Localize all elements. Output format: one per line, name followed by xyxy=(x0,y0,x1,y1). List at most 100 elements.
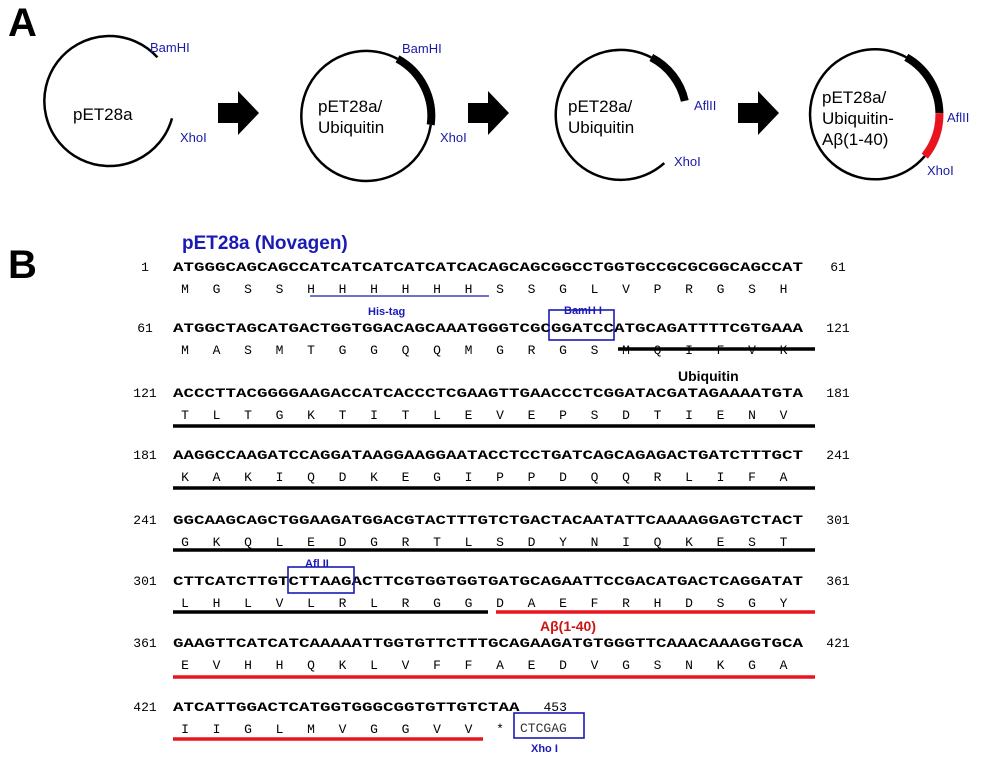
amino-acid: N xyxy=(685,658,693,673)
amino-acid: S xyxy=(276,282,284,297)
amino-acid: G xyxy=(276,408,284,423)
dna-sequence: ATGGGCAGCAGCCATCATCATCATCATCACAGCAGCGGCC… xyxy=(173,260,803,275)
amino-acid: I xyxy=(370,408,378,423)
dna-sequence: AAGGCCAAGATCCAGGATAAGGAAGGAATACCTCCTGATC… xyxy=(173,448,803,463)
amino-acid: G xyxy=(339,343,347,358)
row-end-number: 241 xyxy=(826,448,850,463)
row-start-number: 1 xyxy=(141,260,149,275)
amino-acid: D xyxy=(496,596,504,611)
amino-acid: D xyxy=(685,596,693,611)
plasmid-3-ubiquitin-insert xyxy=(649,53,689,102)
amino-acid: V xyxy=(591,658,599,673)
amino-acid: G xyxy=(370,535,378,550)
amino-acid: K xyxy=(370,470,378,485)
amino-acid: G xyxy=(402,722,410,737)
plasmid-2-site-xhoi: XhoI xyxy=(440,130,467,145)
amino-acid: D xyxy=(559,658,567,673)
amino-acid: S xyxy=(244,343,252,358)
amino-acid: V xyxy=(465,722,473,737)
amino-acid: D xyxy=(622,408,630,423)
amino-acid: Y xyxy=(559,535,567,550)
amino-acid: S xyxy=(748,282,756,297)
amino-acid: F xyxy=(591,596,599,611)
amino-acid: H xyxy=(654,596,662,611)
dna-sequence: GGCAAGCAGCTGGAAGATGGACGTACTTTGTCTGACTACA… xyxy=(173,513,803,528)
amino-acid: R xyxy=(402,535,410,550)
amino-acid: H xyxy=(780,282,788,297)
plasmid-3-backbone xyxy=(554,48,666,182)
plasmid-3-label-line1: pET28a/ xyxy=(568,97,633,116)
amino-acid: L xyxy=(465,535,473,550)
amino-acid: P xyxy=(528,470,536,485)
amino-acid: A xyxy=(780,470,788,485)
amino-acid: E xyxy=(559,596,567,611)
row-start-number: 301 xyxy=(133,574,157,589)
amino-acid: Q xyxy=(591,470,599,485)
amino-acid: I xyxy=(622,535,630,550)
amino-acid: V xyxy=(496,408,504,423)
amino-acid: Q xyxy=(244,535,252,550)
amino-acid: A xyxy=(780,658,788,673)
amino-acid: M xyxy=(181,282,189,297)
row-start-number: 181 xyxy=(133,448,157,463)
amino-acid: G xyxy=(213,282,221,297)
amino-acid: G xyxy=(748,596,756,611)
amino-acid: P xyxy=(559,408,567,423)
amino-acid: R xyxy=(622,596,630,611)
amino-acid: L xyxy=(307,596,315,611)
amino-acid: V xyxy=(402,658,410,673)
amino-acid: I xyxy=(181,722,189,737)
dna-sequence: GAAGTTCATCATCAAAAATTGGTGTTCTTTGCAGAAGATG… xyxy=(173,636,803,651)
amino-acid: T xyxy=(654,408,662,423)
plasmid-4-backbone xyxy=(808,48,926,181)
dna-sequence: ACCCTTACGGGGAAGACCATCACCCTCGAAGTTGAACCCT… xyxy=(173,386,803,401)
abeta-label: Aβ(1-40) xyxy=(540,618,596,634)
amino-acid: E xyxy=(402,470,410,485)
amino-acid: G xyxy=(622,658,630,673)
amino-acid: T xyxy=(433,535,441,550)
amino-acid: D xyxy=(559,470,567,485)
amino-acid: R xyxy=(339,596,347,611)
amino-acid: K xyxy=(339,658,347,673)
amino-acid: I xyxy=(276,470,284,485)
amino-acid: H xyxy=(339,282,347,297)
amino-acid: D xyxy=(339,470,347,485)
amino-acid: F xyxy=(465,658,473,673)
row-end-number: 61 xyxy=(830,260,846,275)
plasmid-1-site-xhoi: XhoI xyxy=(180,130,207,145)
amino-acid: H xyxy=(402,282,410,297)
row-end-number: 301 xyxy=(826,513,850,528)
amino-acid: G xyxy=(559,282,567,297)
row-end-number: 121 xyxy=(826,321,850,336)
aflii-label: Afl II xyxy=(305,558,329,570)
bamhi-label: BamH I xyxy=(564,305,602,317)
amino-acid: S xyxy=(244,282,252,297)
amino-acid: L xyxy=(685,470,693,485)
amino-acid: Q xyxy=(433,343,441,358)
aflii-site-box xyxy=(287,566,355,594)
amino-acid: R xyxy=(685,282,693,297)
amino-acid: I xyxy=(213,722,221,737)
plasmid-2-backbone xyxy=(300,49,432,183)
arrow-2 xyxy=(468,91,509,135)
amino-acid: H xyxy=(244,658,252,673)
sequence-rows: 1 ATGGGCAGCAGCCATCATCATCATCATCACAGCAGCGGC… xyxy=(133,260,850,741)
amino-acid: P xyxy=(496,470,504,485)
amino-acid: H xyxy=(433,282,441,297)
amino-acid: R xyxy=(402,596,410,611)
amino-acid: L xyxy=(591,282,599,297)
row-start-number: 241 xyxy=(133,513,157,528)
amino-acid: P xyxy=(654,282,662,297)
amino-acid: G xyxy=(433,470,441,485)
amino-acid: H xyxy=(307,282,315,297)
vector-title: pET28a (Novagen) xyxy=(182,233,348,254)
amino-acid: E xyxy=(181,658,189,673)
plasmid-1-backbone xyxy=(43,34,174,168)
amino-acid: * xyxy=(496,722,504,737)
amino-acid: S xyxy=(496,282,504,297)
amino-acid: G xyxy=(465,596,473,611)
plasmid-3-site-xhoi: XhoI xyxy=(674,154,701,169)
amino-acid: G xyxy=(433,596,441,611)
amino-acid: H xyxy=(370,282,378,297)
plasmid-2-label-line1: pET28a/ xyxy=(318,97,383,116)
